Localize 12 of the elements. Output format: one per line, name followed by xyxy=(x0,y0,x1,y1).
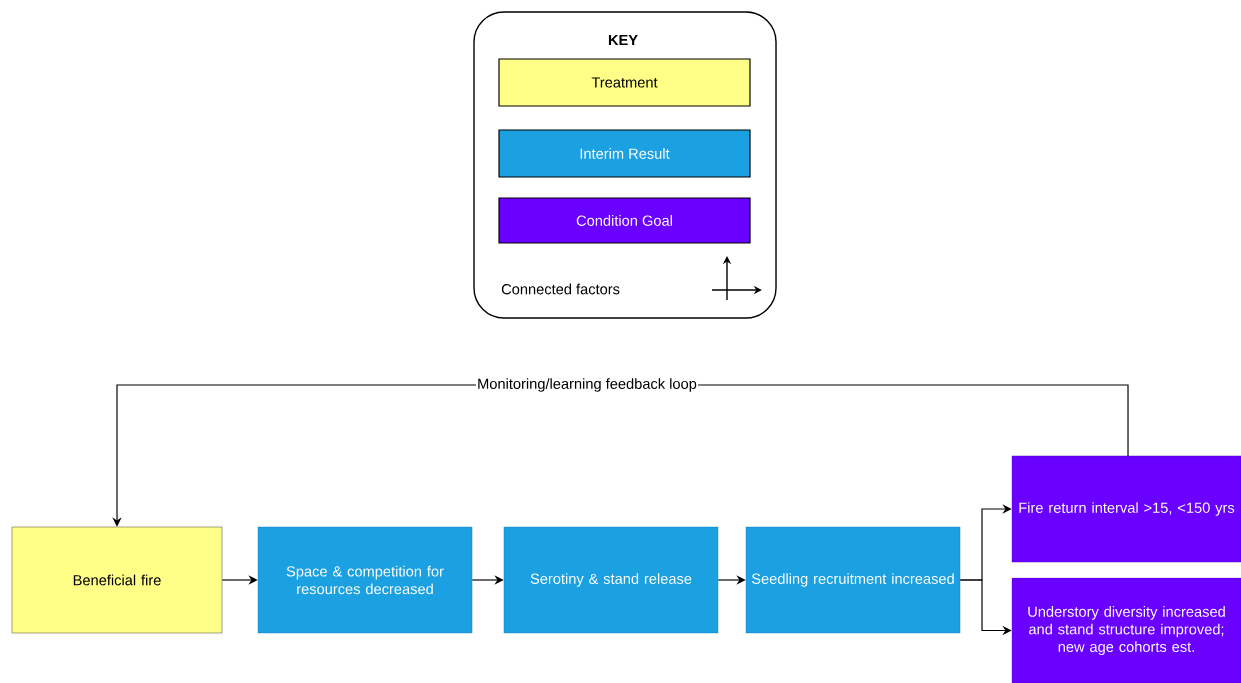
edge-label: Monitoring/learning feedback loop xyxy=(475,377,699,393)
process-box: Space & competition for resources decreased xyxy=(257,526,473,634)
process-box: Understory diversity increased and stand structure improved; new age cohorts est. xyxy=(1011,577,1241,683)
key-heading: KEY xyxy=(608,34,638,46)
legend-text: Interim Result xyxy=(580,148,670,159)
legend-text: Condition Goal xyxy=(576,215,672,226)
process-box: Beneficial fire xyxy=(11,526,223,634)
legend-text: Treatment xyxy=(591,77,658,88)
process-box: Fire return interval >15, <150 yrs xyxy=(1011,455,1241,563)
legend-text: Connected factors xyxy=(501,283,620,295)
process-box: Serotiny & stand release xyxy=(503,526,719,634)
process-box: Seedling recruitment increased xyxy=(745,526,961,634)
